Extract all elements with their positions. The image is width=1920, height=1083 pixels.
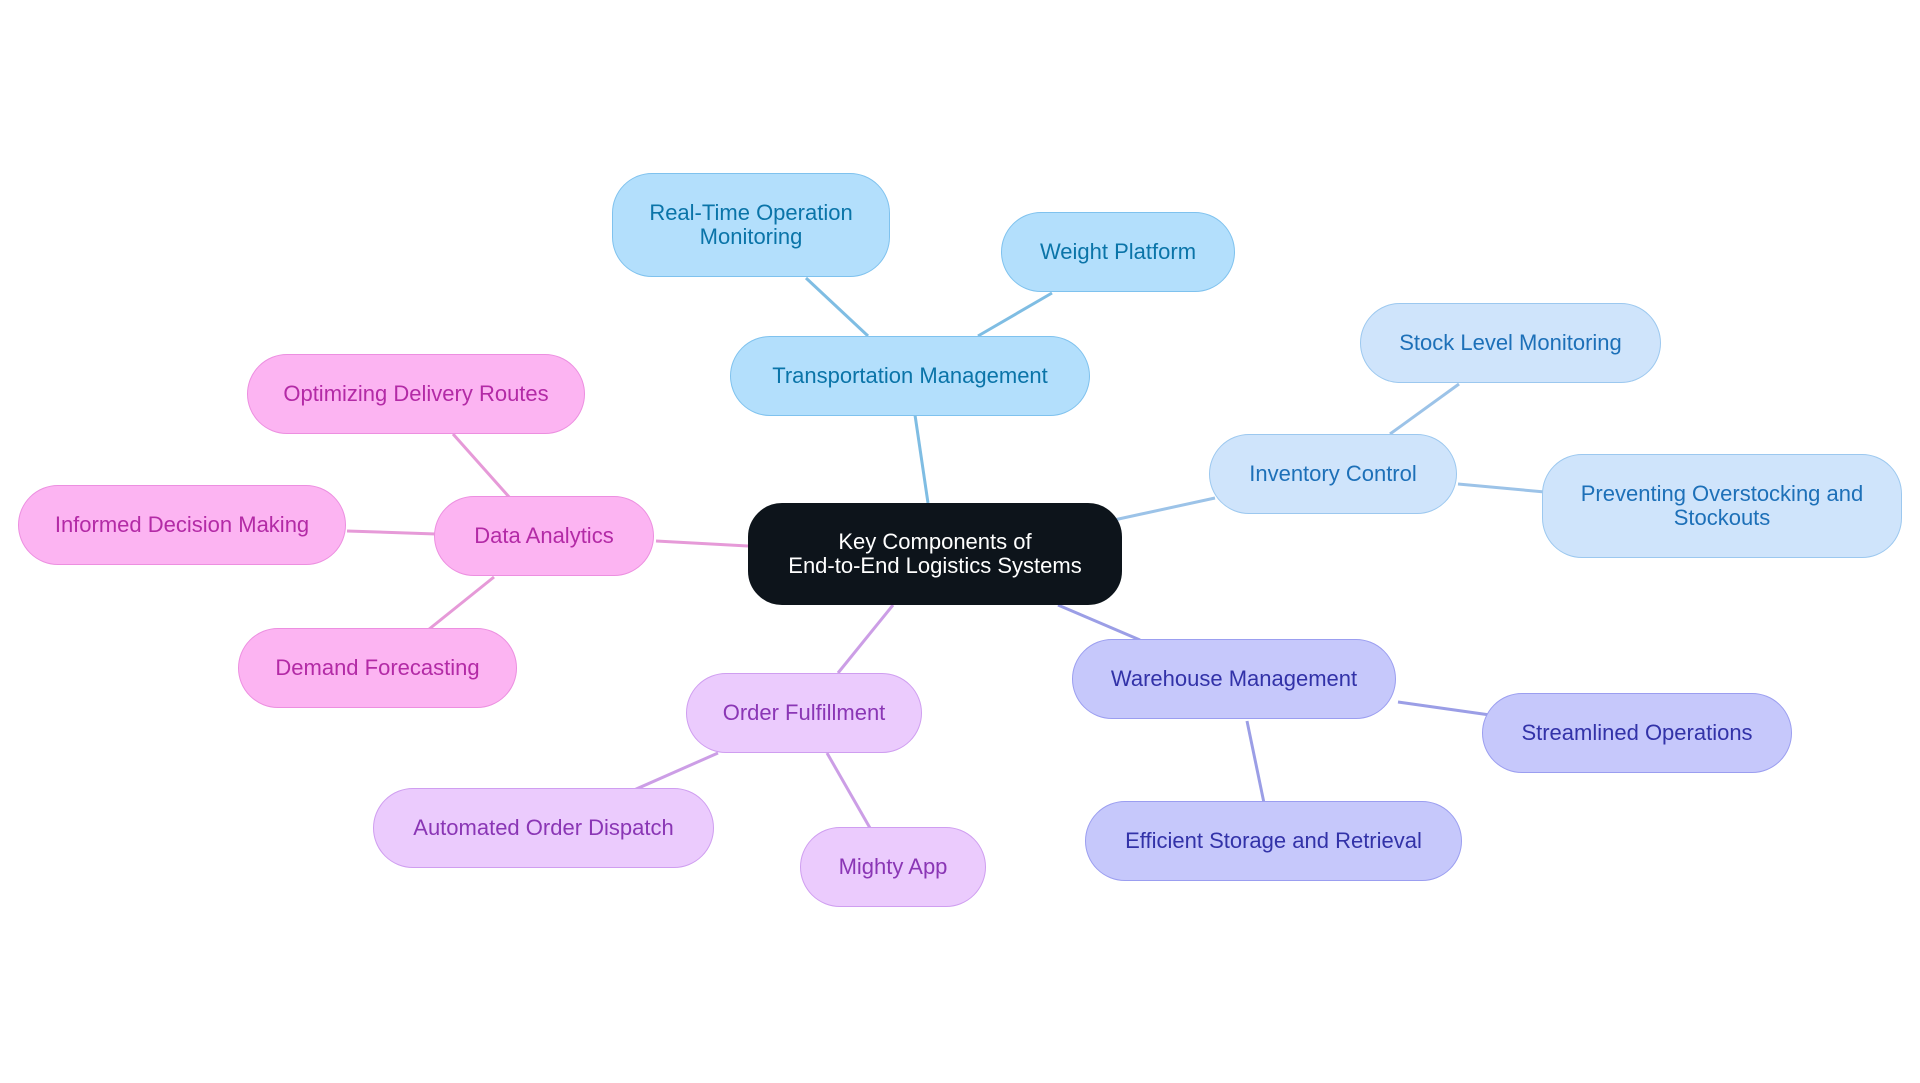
node-optimizing-delivery-routes[interactable]: Optimizing Delivery Routes [247, 354, 585, 434]
edge-order-automated [633, 751, 719, 792]
node-weight-platform[interactable]: Weight Platform [1001, 212, 1235, 292]
edge-root-data [655, 539, 749, 548]
edge-inventory-prevent [1457, 482, 1546, 494]
node-demand-forecasting[interactable]: Demand Forecasting [238, 628, 517, 708]
node-stock-level-monitoring[interactable]: Stock Level Monitoring [1360, 303, 1661, 383]
root-node[interactable]: Key Components of End-to-End Logistics S… [748, 503, 1122, 605]
edge-warehouse-efficient [1245, 720, 1266, 804]
edge-root-inventory [1113, 496, 1216, 522]
node-warehouse-management[interactable]: Warehouse Management [1072, 639, 1396, 719]
edge-warehouse-streamlined [1397, 700, 1491, 717]
edge-order-mighty [825, 752, 872, 829]
edge-root-warehouse [1057, 603, 1141, 642]
node-efficient-storage-retrieval[interactable]: Efficient Storage and Retrieval [1085, 801, 1462, 881]
node-informed-decision-making[interactable]: Informed Decision Making [18, 485, 346, 565]
edge-data-informed [346, 529, 437, 536]
edge-transportation-realtime [804, 276, 870, 338]
node-mighty-app[interactable]: Mighty App [800, 827, 986, 907]
edge-data-optimizing [451, 433, 512, 499]
node-transportation-management[interactable]: Transportation Management [730, 336, 1090, 416]
node-data-analytics[interactable]: Data Analytics [434, 496, 654, 576]
node-inventory-control[interactable]: Inventory Control [1209, 434, 1457, 514]
node-streamlined-operations[interactable]: Streamlined Operations [1482, 693, 1792, 773]
node-preventing-overstocking[interactable]: Preventing Overstocking and Stockouts [1542, 454, 1902, 558]
edge-data-demand [427, 575, 495, 632]
node-order-fulfillment[interactable]: Order Fulfillment [686, 673, 922, 753]
edge-transportation-weight [977, 291, 1053, 338]
edge-root-transportation [913, 414, 930, 504]
node-real-time-operation-monitoring[interactable]: Real-Time Operation Monitoring [612, 173, 890, 277]
edge-inventory-stock [1389, 382, 1460, 436]
edge-root-order [836, 604, 895, 674]
node-automated-order-dispatch[interactable]: Automated Order Dispatch [373, 788, 714, 868]
